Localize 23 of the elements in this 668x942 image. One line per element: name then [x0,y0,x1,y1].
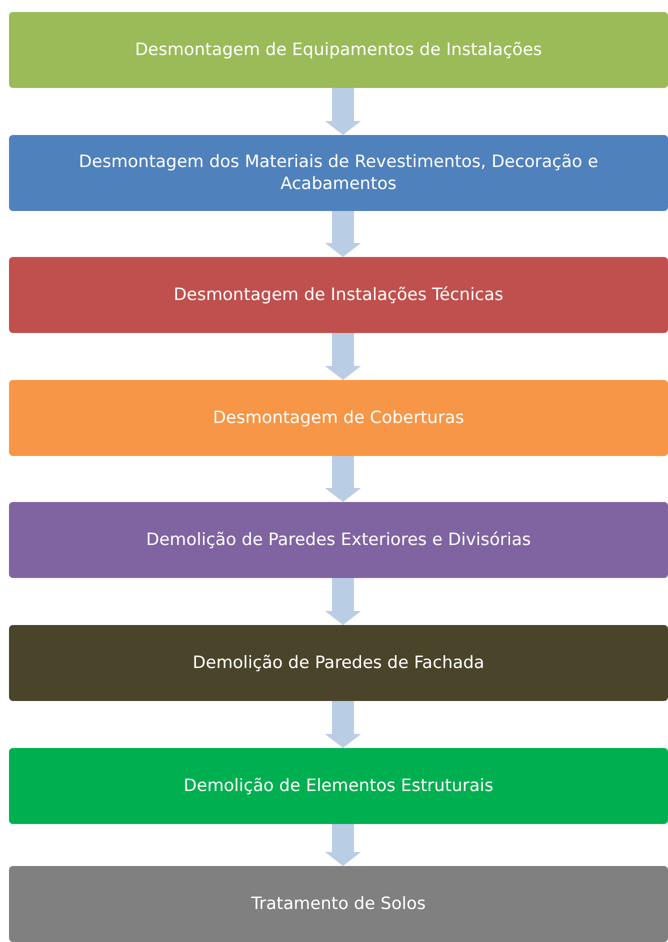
block-arrow [325,701,361,748]
process-box [9,625,668,701]
step-label: Desmontagem dos Materiais de Revestimentos, Decoração e Acabamentos [78,150,600,196]
step-label: Demolição de Elementos Estruturais [184,774,494,798]
process-box [9,748,668,824]
block-arrow [325,88,361,135]
step-label: Desmontagem de Equipamentos de Instalações [134,38,542,62]
process-box [9,380,668,456]
step-label: Desmontagem de Instalações Técnicas [174,284,504,306]
block-arrow [325,211,361,257]
block-arrow [325,456,361,502]
block-arrow [325,333,361,380]
block-arrow [325,824,361,866]
process-box [9,12,668,88]
step-label: Tratamento de Solos [251,892,426,916]
step-label: Demolição de Paredes Exteriores e Divisórias [146,528,531,552]
step-label: Desmontagem de Coberturas [212,406,464,430]
step-label: Demolição de Paredes de Fachada [192,652,484,674]
process-box [9,135,668,211]
block-arrow [325,578,361,625]
process-box [9,502,668,578]
process-box [9,866,668,942]
process-box [9,257,668,333]
